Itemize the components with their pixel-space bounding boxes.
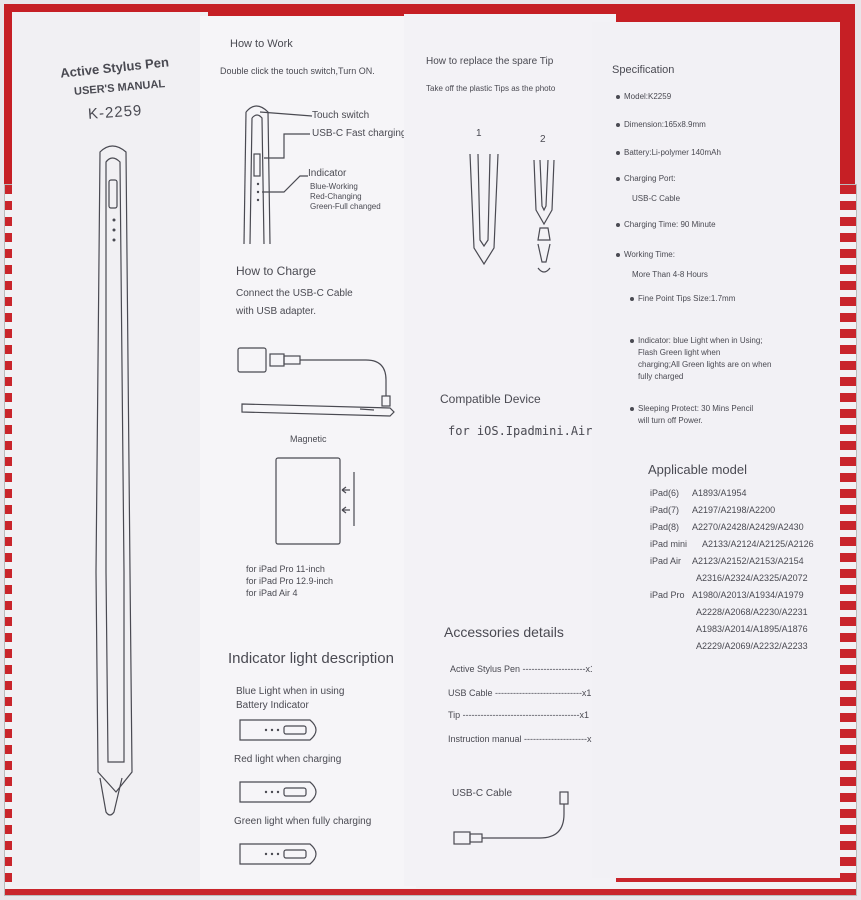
cover-panel: Active Stylus Pen USER'S MANUAL K-2259 [12, 12, 208, 886]
applicable-models: A2229/A2069/A2232/A2233 [696, 641, 808, 651]
accessory-item-tip: Tip ------------------------------------… [448, 710, 590, 720]
usbc-fast-charging-label: USB-C Fast charging [312, 128, 407, 139]
applicable-models: A1983/A2014/A1895/A1876 [696, 624, 808, 634]
spec-bullet [616, 177, 620, 181]
accessories-heading: Accessories details [444, 624, 564, 640]
green-light-label: Green light when fully charging [234, 816, 372, 827]
device-ipad-air-4: for iPad Air 4 [246, 588, 298, 598]
spec-item-line: Fine Point Tips Size:1.7mm [638, 294, 736, 303]
indicator-state-blue: Blue-Working [310, 182, 358, 191]
how-to-charge-heading: How to Charge [236, 264, 317, 278]
applicable-models: A2270/A2428/A2429/A2430 [692, 522, 804, 532]
pen-top-diagram [243, 105, 313, 245]
applicable-models: A2133/A2124/A2125/A2126 [702, 539, 814, 549]
spec-bullet [616, 223, 620, 227]
spec-item-line: USB-C Cable [632, 194, 681, 203]
indicator-state-red: Red-Changing [310, 192, 362, 201]
applicable-models: A1893/A1954 [692, 488, 747, 498]
spec-bullet [616, 253, 620, 257]
accessory-item-manual: Instruction manual ---------------------… [448, 734, 597, 744]
applicable-device: iPad(8) [650, 522, 680, 532]
accessory-item-cable: USB Cable -----------------------------x… [448, 688, 592, 698]
applicable-device: iPad Air [650, 556, 682, 566]
stylus-pen-illustration [95, 145, 133, 816]
indicator-light-heading: Indicator light description [228, 650, 394, 667]
spec-bullet [630, 407, 634, 411]
tip-step-2: 2 [540, 134, 546, 145]
compatible-value: for iOS.Ipadmini.Air.pro [448, 424, 622, 438]
spec-item-line: Model:K2259 [624, 92, 672, 101]
applicable-models: A1980/A2013/A1934/A1979 [692, 590, 804, 600]
spec-item-line: fully charged [638, 372, 684, 381]
applicable-device: iPad mini [650, 539, 688, 549]
tip-step-1: 1 [476, 128, 482, 139]
usbc-cable-diagram [453, 791, 569, 845]
accessory-item-pen: Active Stylus Pen ---------------------x… [450, 664, 595, 674]
spec-item-line: Dimension:165x8.9mm [624, 120, 706, 129]
device-ipad-pro-12: for iPad Pro 12.9-inch [246, 576, 334, 586]
compatible-heading: Compatible Device [440, 392, 541, 406]
charge-line2: with USB adapter. [236, 306, 317, 317]
spec-item-line: Sleeping Protect: 30 Mins Pencil [638, 404, 754, 413]
device-ipad-pro-11: for iPad Pro 11-inch [246, 564, 325, 574]
blue-light-line1: Blue Light when in using [236, 686, 345, 697]
applicable-models: A2197/A2198/A2200 [692, 505, 776, 515]
applicable-device: iPad Pro [650, 590, 685, 600]
spec-bullet [616, 95, 620, 99]
red-light-label: Red light when charging [234, 754, 342, 765]
spec-item-line: Charging Port: [624, 174, 676, 183]
applicable-device: iPad(7) [650, 505, 680, 515]
spec-item-line: Working Time: [624, 250, 675, 259]
applicable-models: A2123/A2152/A2153/A2154 [692, 556, 804, 566]
spec-item-line: More Than 4-8 Hours [632, 270, 708, 279]
indicator-label: Indicator [308, 168, 347, 179]
replace-tip-heading: How to replace the spare Tip [426, 56, 554, 67]
specification-heading: Specification [612, 64, 675, 76]
spec-item-line: Flash Green light when [638, 348, 721, 357]
usbc-cable-label: USB-C Cable [452, 788, 513, 799]
touch-switch-label: Touch switch [312, 110, 370, 121]
tip-accessories-panel: How to replace the spare Tip Take off th… [404, 14, 621, 886]
tip-replace-diagram [469, 153, 555, 273]
replace-tip-instruction: Take off the plastic Tips as the photo [426, 84, 556, 93]
spec-bullet [630, 297, 634, 301]
applicable-models: A2316/A2324/A2325/A2072 [696, 573, 808, 583]
spec-item-line: charging;All Green lights are on when [638, 360, 772, 369]
how-to-work-instruction: Double click the touch switch,Turn ON. [220, 66, 375, 76]
spec-item-line: Battery:Li-polymer 140mAh [624, 148, 721, 157]
spec-bullet [616, 151, 620, 155]
spec-item-line: Charging Time: 90 Minute [624, 220, 716, 229]
charge-line1: Connect the USB-C Cable [236, 288, 353, 299]
usb-adapter-cable-diagram [237, 347, 395, 417]
blue-light-line2: Battery Indicator [236, 700, 309, 711]
how-to-work-heading: How to Work [230, 38, 293, 50]
ipad-magnetic-diagram [275, 457, 355, 545]
applicable-heading: Applicable model [648, 462, 748, 477]
indicator-pen-diagrams [239, 719, 317, 865]
spec-bullet [630, 339, 634, 343]
applicable-device: iPad(6) [650, 488, 680, 498]
indicator-state-green: Green-Full changed [310, 202, 381, 211]
applicable-models: A2228/A2068/A2230/A2231 [696, 607, 808, 617]
spec-item-line: will turn off Power. [638, 416, 703, 425]
magnetic-label: Magnetic [290, 434, 327, 444]
spec-bullet [616, 123, 620, 127]
how-to-panel: How to Work Double click the touch switc… [200, 16, 416, 888]
spec-item-line: Indicator: blue Light when in Using; [638, 336, 763, 345]
